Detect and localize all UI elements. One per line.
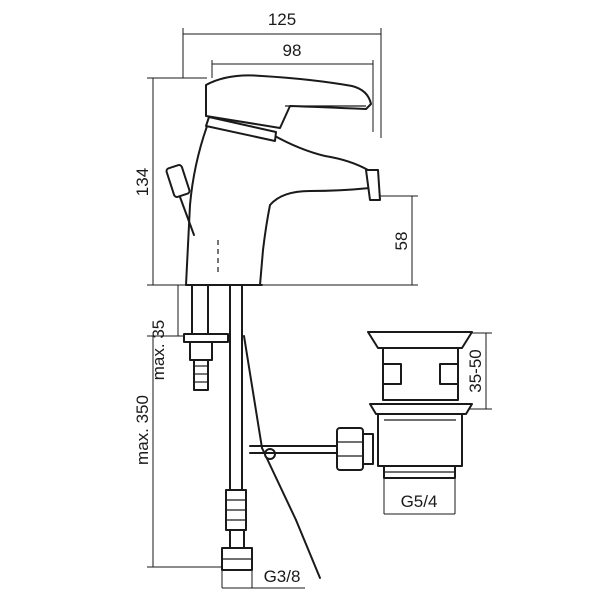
under-deck-assembly <box>183 284 253 571</box>
dim-supply-thread: G3/8 <box>264 567 301 586</box>
dimension-lines <box>147 28 492 589</box>
dim-waste-thread: G5/4 <box>401 492 438 511</box>
popup-rod <box>165 164 321 579</box>
dim-max-deck-thickness: max. 35 <box>149 320 168 380</box>
dim-max-hose-length: max. 350 <box>133 395 152 465</box>
dim-spout-height: 58 <box>392 232 411 251</box>
dim-spout-reach: 98 <box>283 41 302 60</box>
dim-height: 134 <box>133 168 152 196</box>
dimension-labels: 125 98 134 58 max. 35 max. 350 35-50 G5/… <box>133 10 485 586</box>
dim-waste-range: 35-50 <box>466 349 485 392</box>
popup-waste <box>249 331 473 479</box>
dim-overall-width: 125 <box>268 10 296 29</box>
faucet-body <box>185 74 381 286</box>
